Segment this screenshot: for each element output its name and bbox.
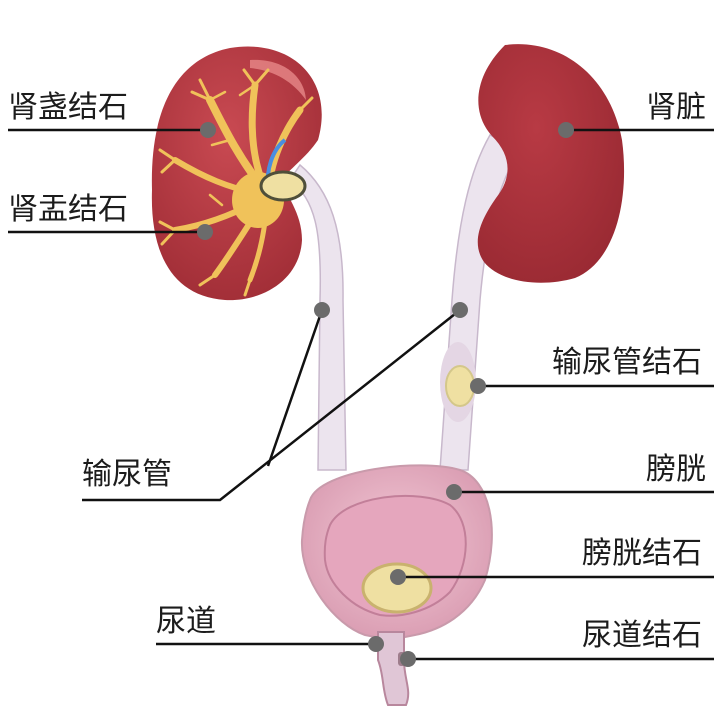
kidney-dot: [558, 122, 574, 138]
ureteral-stone-shape: [445, 365, 475, 407]
label-bladder: 膀胱: [646, 452, 706, 487]
label-kidney: 肾脏: [646, 90, 706, 125]
label-renal-pelvis-stone: 肾盂结石: [8, 192, 128, 227]
bladder-dot: [446, 484, 462, 500]
right-kidney: [477, 44, 625, 283]
label-urethral-stone: 尿道结石: [582, 618, 702, 653]
left-ureter: [288, 163, 347, 471]
ureter-dot-right: [452, 302, 468, 318]
urethral-stone-dot: [400, 651, 416, 667]
ureteral-stone-dot: [470, 378, 486, 394]
bladder-stone-dot: [390, 569, 406, 585]
label-renal-calyx-stone: 肾盏结石: [8, 90, 128, 125]
label-bladder-stone: 膀胱结石: [582, 536, 702, 571]
calyx-stone-dot: [200, 122, 216, 138]
label-ureteral-stone: 输尿管结石: [552, 345, 702, 380]
label-urethra: 尿道: [156, 604, 216, 639]
urethra-shape: [377, 631, 410, 706]
renal-pelvis-stone-shape: [259, 170, 307, 202]
ureter-leader-left: [266, 309, 324, 467]
left-kidney: [151, 46, 322, 301]
left-kidney-highlight: [250, 59, 306, 100]
pelvis-stone-dot: [197, 224, 213, 240]
label-ureter: 输尿管: [82, 457, 172, 492]
urethra-dot: [368, 636, 384, 652]
ureter-dot-left: [314, 302, 330, 318]
ureter-leader-right: [82, 309, 461, 502]
